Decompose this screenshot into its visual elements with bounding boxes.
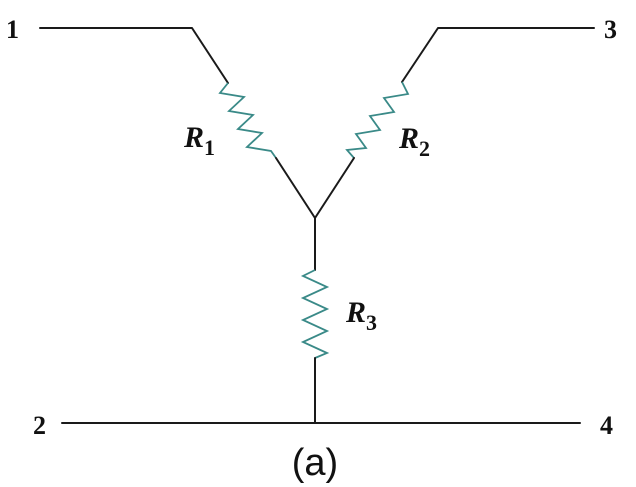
figure-caption: (a) xyxy=(292,442,338,484)
r1-subscript: 1 xyxy=(204,135,215,160)
resistor-r2-label: R2 xyxy=(398,122,430,161)
wire-terminal-3 xyxy=(401,27,595,83)
resistor-r1-label: R1 xyxy=(183,121,215,160)
wire-r2-to-junction xyxy=(314,157,355,219)
wire-terminal-1 xyxy=(39,27,229,84)
r1-symbol: R xyxy=(183,121,204,154)
terminal-3-label: 3 xyxy=(604,15,617,44)
resistor-r1 xyxy=(218,82,277,159)
resistor-r3-label: R3 xyxy=(345,296,377,335)
resistor-r2 xyxy=(345,81,410,159)
r2-subscript: 2 xyxy=(419,136,430,161)
resistor-r3 xyxy=(300,269,330,359)
terminal-4-label: 4 xyxy=(600,411,613,440)
terminal-2-label: 2 xyxy=(33,411,46,440)
wire-r1-to-junction xyxy=(275,157,316,219)
r3-symbol: R xyxy=(345,296,366,329)
terminal-1-label: 1 xyxy=(6,15,19,44)
r2-symbol: R xyxy=(398,122,419,155)
r3-subscript: 3 xyxy=(366,310,377,335)
